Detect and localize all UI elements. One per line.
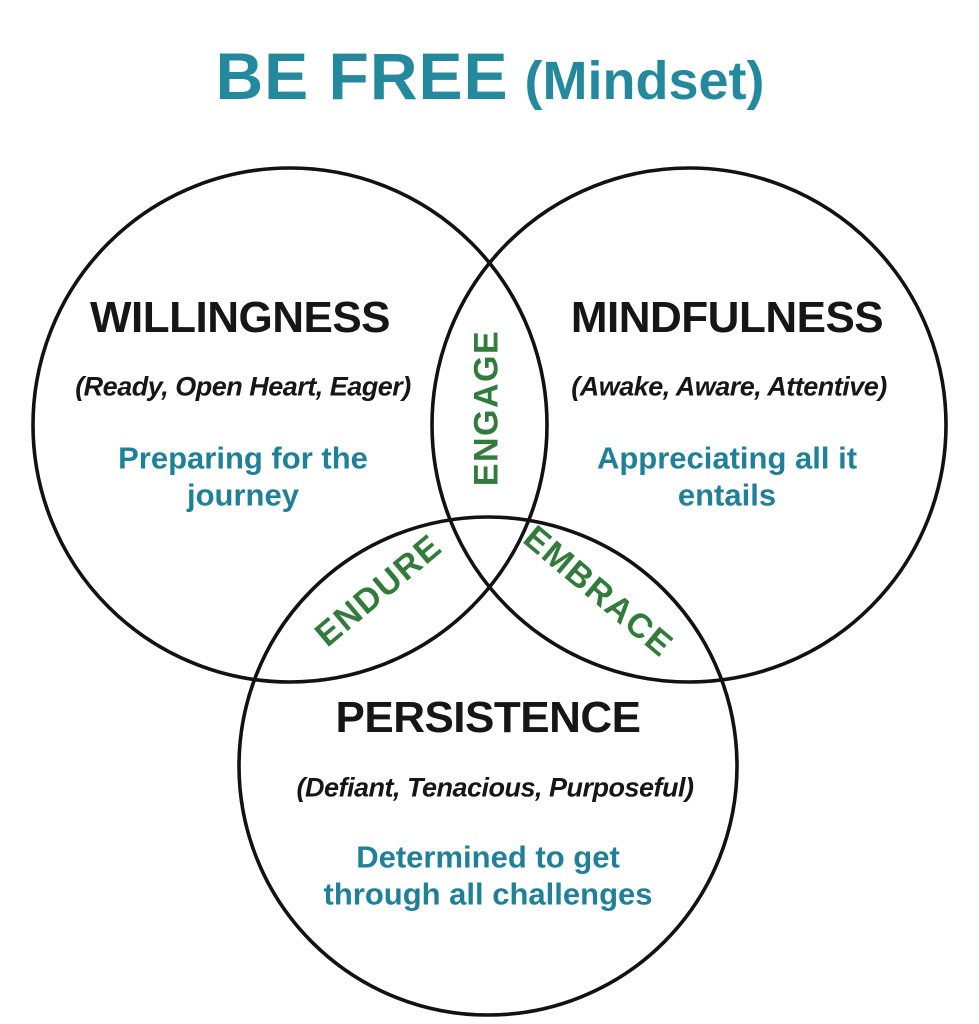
willingness-description-line1: Preparing for the [118, 440, 368, 476]
diagram-title-suffix: (Mindset) [524, 51, 765, 111]
willingness-traits: (Ready, Open Heart, Eager) [75, 371, 411, 402]
willingness-description-line2: journey [187, 477, 299, 512]
persistence-circle [237, 515, 739, 1017]
mindfulness-name: MINDFULNESS [570, 293, 884, 342]
mindfulness-traits: (Awake, Aware, Attentive) [571, 371, 887, 402]
persistence-description: Determined to get through all challenges [324, 839, 653, 912]
mindfulness-description-line2: entails [677, 477, 777, 512]
willingness-name: WILLINGNESS [89, 293, 391, 342]
persistence-description-line2: through all challenges [323, 876, 653, 911]
diagram-title: BE FREE (Mindset) [215, 38, 764, 114]
willingness-circle [31, 166, 549, 684]
persistence-name: PERSISTENCE [335, 693, 641, 742]
mindfulness-description-line1: Appreciating all it [596, 440, 858, 476]
persistence-description-line1: Determined to get [356, 839, 620, 875]
mindfulness-circle [430, 166, 948, 684]
mindfulness-description: Appreciating all it entails [597, 440, 857, 513]
overlap-label-engage: ENGAGE [467, 329, 506, 487]
diagram-title-main: BE FREE [215, 39, 509, 113]
persistence-traits: (Defiant, Tenacious, Purposeful) [296, 772, 694, 803]
willingness-description: Preparing for the journey [118, 440, 368, 513]
